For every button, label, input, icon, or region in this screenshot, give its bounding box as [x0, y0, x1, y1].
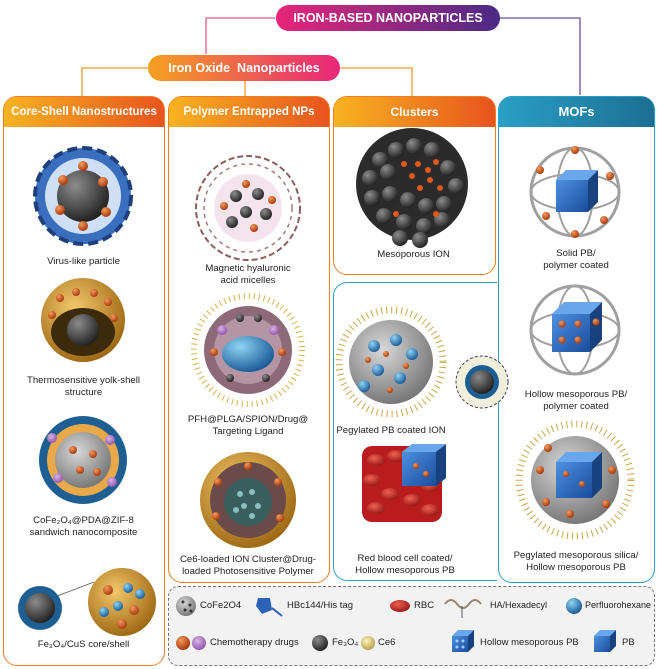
legend-label-ha-hexadecyl: HA/Hexadecyl [490, 600, 548, 610]
caption-ce6-ion-cluster: Ce6-loaded ION Cluster@Drug- loaded Phot… [179, 554, 317, 577]
top-title-pill: IRON-BASED NANOPARTICLES [276, 5, 500, 31]
legend-label-pb: PB [622, 637, 635, 648]
caption-hyaluronic-micelles: Magnetic hyaluronic acid micelles [205, 263, 291, 286]
connector-oxide-to-coreshell [81, 67, 150, 96]
virus-like-particle-illustration [33, 146, 133, 246]
core-shell-fe3o4-cus-illustration [18, 568, 156, 636]
rbc-coated-pb-illustration [362, 444, 446, 522]
caption-fe3o4-cus: Fe₃O₄/CuS core/shell [37, 639, 130, 650]
caption-pfh-plga: PFH@PLGA/SPION/Drug@ Targeting Ligand [187, 414, 309, 437]
mesoporous-ion-illustration [356, 128, 468, 248]
legend-label-hbc144: HBc144/His tag [287, 600, 354, 611]
legend-label-chemotherapy-drugs: Chemotherapy drugs [210, 637, 299, 648]
caption-solid-pb: Solid PB/ polymer coated [543, 248, 609, 271]
caption-virus-like-particle: Virus-like particle [47, 256, 120, 267]
legend-icon-rbc [390, 600, 410, 612]
caption-pegylated-silica-pb: Pegylated mesoporous silica/ Hollow meso… [513, 550, 639, 573]
caption-hollow-pb: Hollow mesoporous PB/ polymer coated [524, 389, 628, 412]
hyaluronic-micelle-illustration [195, 155, 301, 261]
legend-icon-ha-hexadecyl [444, 599, 482, 618]
legend-icon-cofe2o4 [176, 596, 196, 616]
panel-title-mofs: MOFs [499, 97, 654, 127]
legend-icon-ce6 [361, 636, 375, 650]
connector-top-to-mofs [500, 17, 581, 95]
ce6-ion-cluster-illustration [200, 452, 296, 548]
legend-label-hollow-mesoporous-pb: Hollow mesoporous PB [480, 637, 579, 648]
caption-mesoporous-ion: Mesoporous ION [377, 249, 450, 260]
legend-label-fe3o4: Fe₃O₄ [332, 637, 359, 648]
solid-pb-illustration [529, 146, 621, 238]
yolk-shell-illustration [41, 278, 125, 362]
pegylated-silica-pb-illustration [515, 420, 635, 540]
legend-icon-chemotherapy-drugs [176, 636, 206, 650]
caption-sandwich-nanocomposite: CoFe₂O₄@PDA@ZIF-8 sandwich nanocomposite [29, 515, 138, 538]
legend-icon-hollow-mesoporous-pb [452, 630, 474, 652]
legend-icon-pb [594, 630, 616, 652]
legend-label-perfluorohexane: Perfluorohexane [585, 600, 652, 610]
caption-yolk-shell: Thermosensitive yolk-shell structure [26, 375, 141, 398]
legend-icon-hbc144 [256, 598, 283, 617]
sandwich-nanocomposite-illustration [39, 416, 127, 504]
panel-title-polymer: Polymer Entrapped NPs [169, 97, 329, 127]
panel-title-clusters: Clusters [334, 97, 495, 127]
connector-top-to-oxide [205, 17, 275, 54]
connector-oxide-to-clusters [340, 67, 413, 96]
top-title: IRON-BASED NANOPARTICLES [293, 11, 483, 25]
pegylated-pb-ion-illustration [335, 306, 509, 418]
pfh-plga-illustration [191, 293, 305, 407]
sub-title-pill: Iron Oxide Nanoparticles [148, 55, 340, 81]
legend-label-ce6: Ce6 [378, 637, 396, 648]
legend-label-rbc: RBC [414, 600, 435, 611]
hollow-pb-illustration [529, 284, 621, 376]
legend-icon-fe3o4 [312, 635, 328, 651]
caption-rbc-coated-pb: Red blood cell coated/ Hollow mesoporous… [355, 553, 455, 576]
cluster-mof-bracket [333, 282, 497, 581]
legend-icon-perfluorohexane [566, 598, 582, 614]
legend-label-cofe2o4: CoFe2O4 [200, 600, 242, 611]
sub-title: Iron Oxide Nanoparticles [168, 61, 320, 75]
panel-title-core-shell: Core-Shell Nanostructures [4, 97, 164, 127]
caption-pegylated-pb-ion: Pegylated PB coated ION [336, 425, 446, 436]
